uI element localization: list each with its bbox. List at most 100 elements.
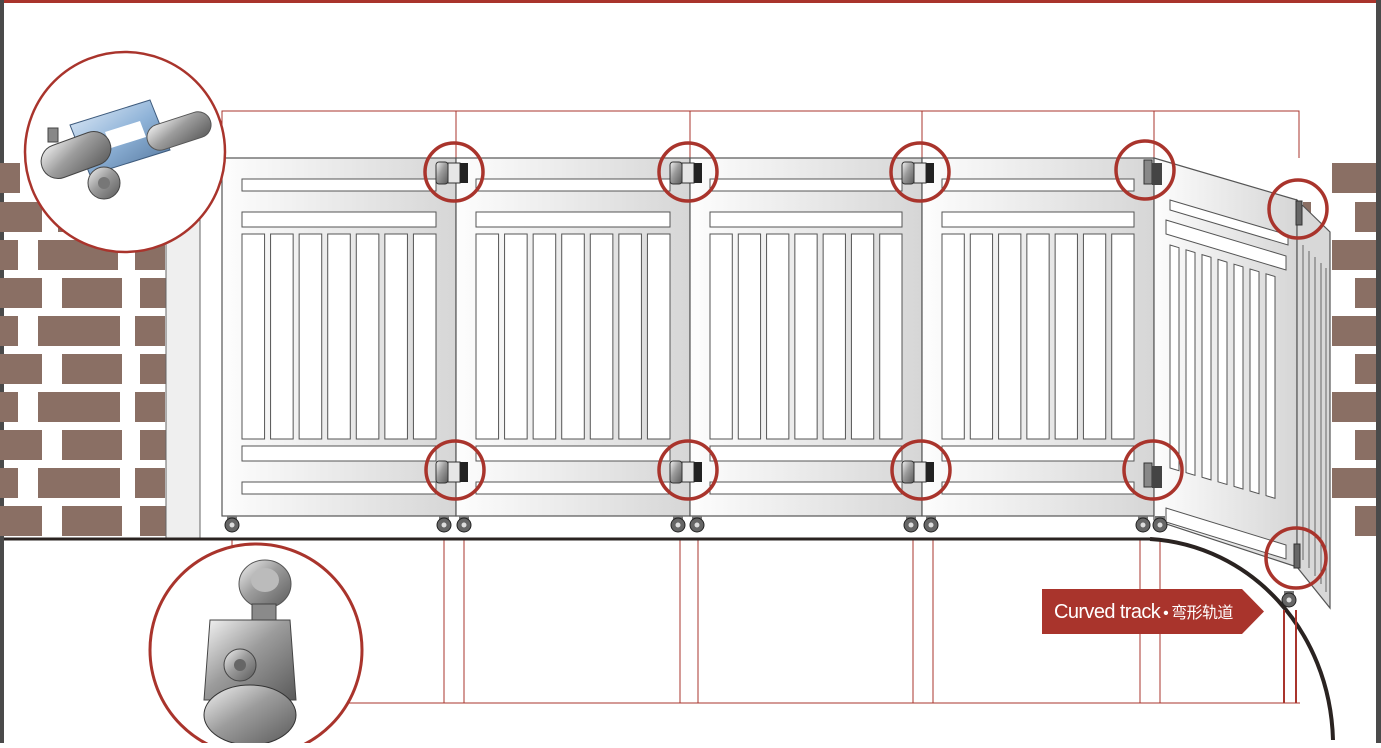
highlight-circle: [890, 439, 952, 501]
hinge: [901, 460, 934, 484]
hinge: [669, 161, 702, 185]
gate-panel: [921, 157, 1155, 517]
gate-panel: [221, 157, 457, 517]
picket: [384, 233, 408, 440]
wheel: [1281, 591, 1297, 608]
picket: [822, 233, 846, 440]
callout-label-cn: 弯形轨道: [1171, 605, 1233, 622]
highlight-circle: [657, 141, 719, 203]
highlight-circle: [657, 439, 719, 501]
brick-wall-left: [0, 163, 166, 536]
wheel: [923, 516, 939, 533]
wheel: [1135, 516, 1151, 533]
picket: [504, 233, 528, 440]
hinge-plate: [913, 461, 927, 483]
brick: [135, 392, 165, 422]
hinge-highlights: [423, 139, 1329, 590]
picket: [1111, 233, 1135, 440]
brick: [38, 316, 120, 346]
wheel: [670, 516, 686, 533]
hinge: [1293, 543, 1301, 569]
wheel-axle: [1140, 522, 1146, 528]
bottom-rail: [475, 481, 671, 495]
right-frame-edge: [1376, 0, 1381, 743]
highlight-circle: [423, 141, 485, 203]
hinge: [669, 460, 702, 484]
picket: [1265, 273, 1276, 499]
picket: [270, 233, 294, 440]
hinge-barrel: [435, 460, 449, 484]
picket: [241, 233, 266, 440]
hinge-plate: [447, 162, 461, 184]
brick: [0, 202, 42, 232]
hinge-leaf: [1152, 163, 1162, 185]
upper-rail: [475, 211, 671, 228]
gate-panel: [455, 157, 691, 517]
hinge-plate: [681, 461, 695, 483]
brick: [0, 392, 18, 422]
hinge-barrel: [669, 161, 683, 185]
brick: [0, 163, 20, 193]
hinge-barrel: [1143, 462, 1153, 488]
picket: [298, 233, 323, 440]
hinge-detail-callout: [23, 50, 227, 254]
curved-track-callout: Curved track•弯形轨道: [1042, 589, 1264, 634]
brick: [62, 278, 122, 308]
top-rule: [0, 0, 1381, 3]
picket: [646, 233, 671, 440]
brick: [140, 354, 166, 384]
top-rail: [941, 178, 1135, 192]
picket: [1185, 249, 1196, 476]
hinge: [1143, 159, 1162, 185]
wheel: [903, 516, 919, 533]
wheel-axle: [1286, 597, 1292, 603]
hinge: [1295, 200, 1303, 226]
brick: [0, 278, 42, 308]
picket: [1054, 233, 1078, 440]
wheel-axle: [928, 522, 934, 528]
brick: [1355, 430, 1376, 460]
brick: [1332, 163, 1376, 193]
brick: [62, 354, 122, 384]
picket: [327, 233, 351, 440]
gate-panel: [689, 157, 923, 517]
picket: [879, 233, 903, 440]
wheel-axle: [1157, 522, 1163, 528]
hinge-barrel: [435, 161, 449, 185]
picket: [1217, 258, 1228, 486]
wheel: [224, 516, 240, 533]
hinge-plate: [681, 162, 695, 184]
wheel: [436, 516, 452, 533]
picket: [709, 233, 733, 440]
hinge-leaf: [1152, 466, 1162, 488]
brick: [0, 354, 42, 384]
wheel-axle: [694, 522, 700, 528]
hinge: [901, 161, 934, 185]
hinge-plate: [913, 162, 927, 184]
wheel: [456, 516, 472, 533]
brick: [62, 506, 122, 536]
brick: [140, 430, 166, 460]
bottom-rail: [941, 481, 1135, 495]
folding-panel-2: [1296, 198, 1331, 610]
upper-rail: [709, 211, 903, 228]
gate-panels: [221, 157, 1155, 517]
picket: [1082, 233, 1107, 440]
lower-rail: [709, 445, 903, 462]
brick: [140, 506, 166, 536]
picket: [941, 233, 965, 440]
hinge-leaf: [694, 163, 702, 183]
brick: [38, 468, 120, 498]
picket: [475, 233, 500, 440]
callout-label: Curved track•弯形轨道: [1054, 599, 1233, 624]
top-rail: [475, 178, 671, 192]
callout-separator: •: [1163, 605, 1169, 622]
brick: [38, 392, 120, 422]
brick: [1332, 468, 1376, 498]
picket: [737, 233, 762, 440]
highlight-circle: [1264, 526, 1328, 590]
callout-arrow-shape: [1042, 589, 1264, 634]
brick: [62, 430, 122, 460]
hinge-barrel: [901, 161, 915, 185]
